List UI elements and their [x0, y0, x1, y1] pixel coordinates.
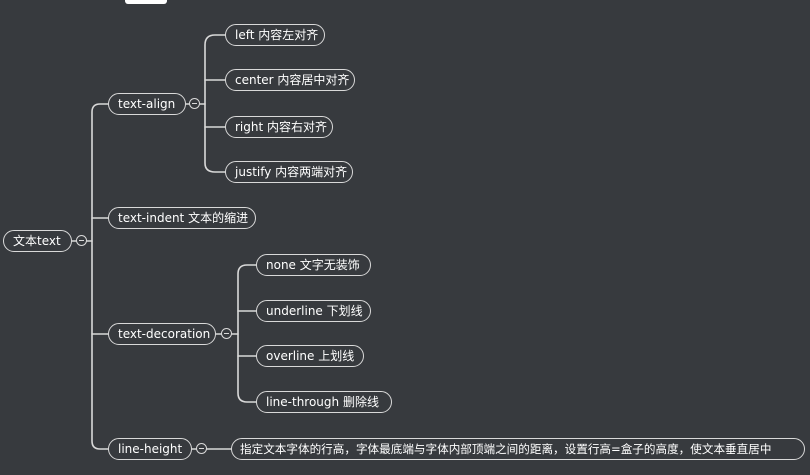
text-align-center[interactable]: center 内容居中对齐 — [225, 69, 355, 91]
text-decoration-none[interactable]: none 文字无装饰 — [256, 254, 371, 276]
text-align-right[interactable]: right 内容右对齐 — [225, 116, 333, 138]
root-collapse-toggle[interactable] — [76, 235, 87, 246]
text-decoration-line-through[interactable]: line-through 删除线 — [256, 391, 392, 413]
connector-root-branches — [91, 103, 109, 450]
top-tab-indicator — [125, 0, 167, 4]
line-height-collapse-toggle[interactable] — [196, 443, 207, 454]
branch-text-decoration[interactable]: text-decoration — [108, 323, 216, 345]
connector-text-align-children — [204, 34, 226, 173]
root-node[interactable]: 文本text — [3, 230, 72, 252]
branch-text-indent[interactable]: text-indent 文本的缩进 — [108, 207, 256, 229]
branch-line-height[interactable]: line-height — [108, 438, 192, 460]
connector-text-decoration-children — [237, 264, 257, 403]
text-decoration-underline[interactable]: underline 下划线 — [256, 300, 371, 322]
line-height-description[interactable]: 指定文本字体的行高，字体最底端与字体内部顶端之间的距离，设置行高=盒子的高度，使… — [231, 438, 805, 460]
text-align-justify[interactable]: justify 内容两端对齐 — [225, 161, 353, 183]
text-align-collapse-toggle[interactable] — [189, 98, 200, 109]
text-decoration-overline[interactable]: overline 上划线 — [256, 345, 364, 367]
text-decoration-collapse-toggle[interactable] — [221, 328, 232, 339]
text-align-left[interactable]: left 内容左对齐 — [225, 24, 325, 46]
branch-text-align[interactable]: text-align — [108, 93, 186, 115]
